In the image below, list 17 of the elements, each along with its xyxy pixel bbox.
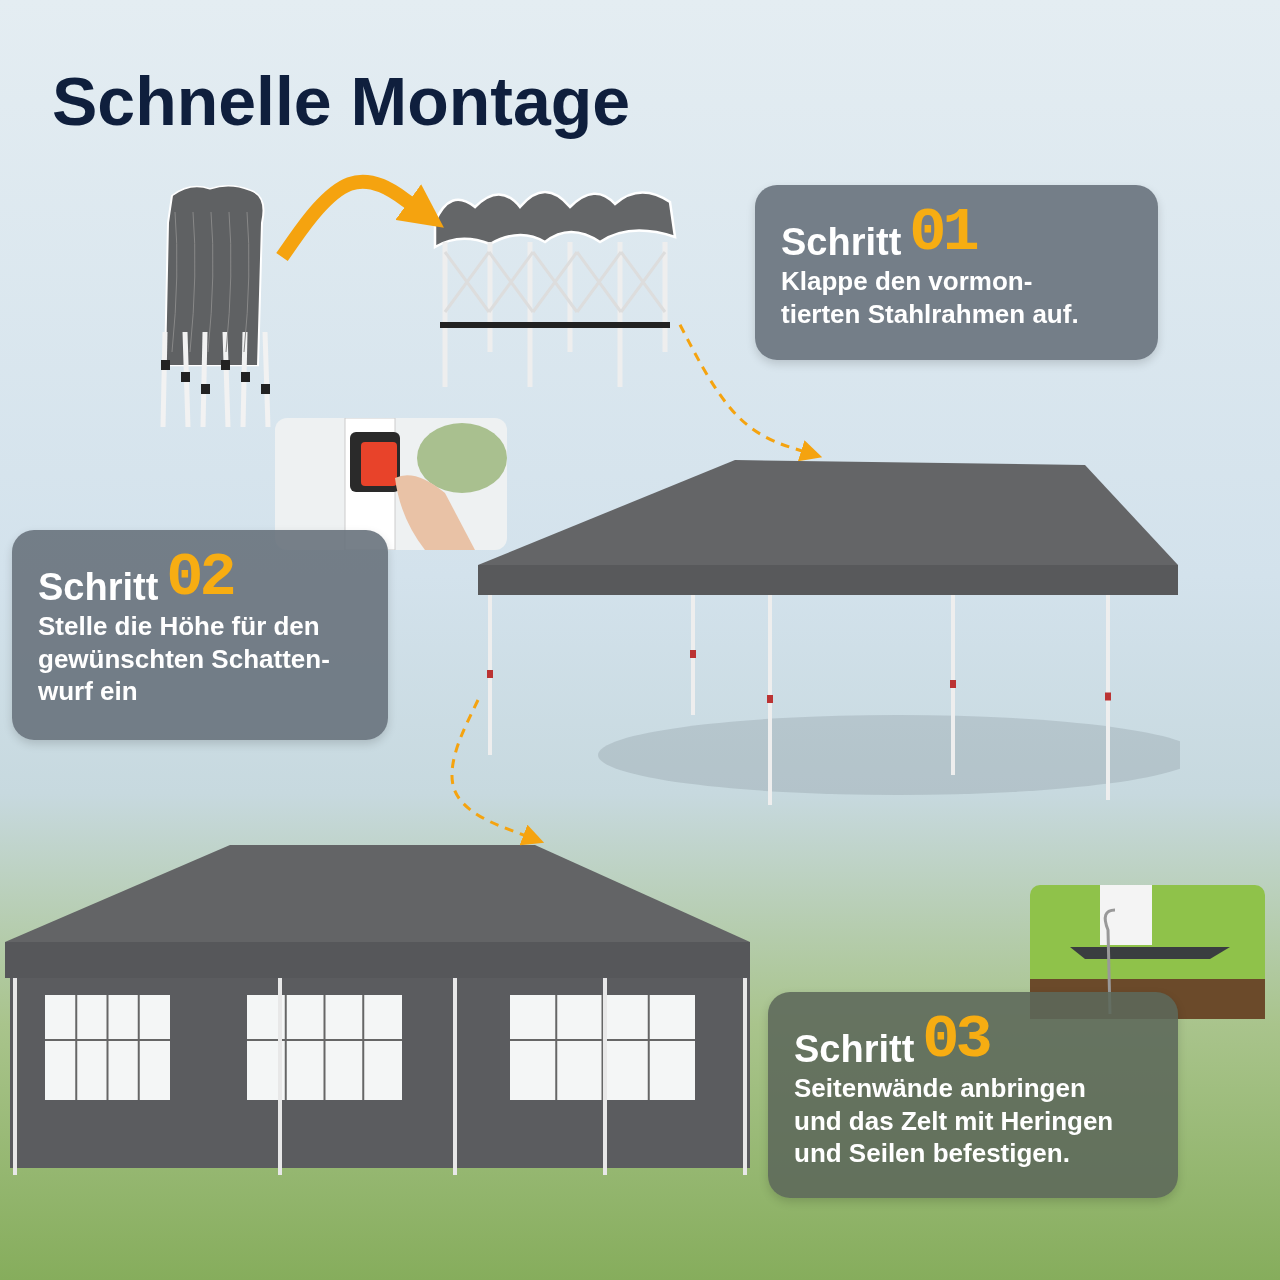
title: Schnelle Montage (52, 62, 631, 140)
step-card (12, 530, 388, 740)
arrow (276, 174, 444, 262)
step-description: Stelle die Höhe für den gewünschten Schatten- wurf ein (38, 609, 331, 709)
step-card (768, 992, 1178, 1198)
arrow (678, 324, 823, 462)
step-card (755, 185, 1158, 360)
height-button-photo-placeholder (275, 418, 507, 550)
step-label: Schritt (38, 567, 159, 606)
step-description: Seitenwände anbringen und das Zelt mit Heringen und Seilen befestigen. (794, 1071, 1115, 1171)
step-label: Schritt (794, 1029, 915, 1068)
step-number: 03 (922, 1012, 989, 1068)
arrow (450, 699, 545, 846)
step-number: 02 (166, 550, 233, 606)
step-label: Schritt (781, 222, 902, 261)
step-number: 01 (909, 205, 976, 261)
step-description: Klappe den vormon- tierten Stahlrahmen auf. (781, 264, 1080, 331)
